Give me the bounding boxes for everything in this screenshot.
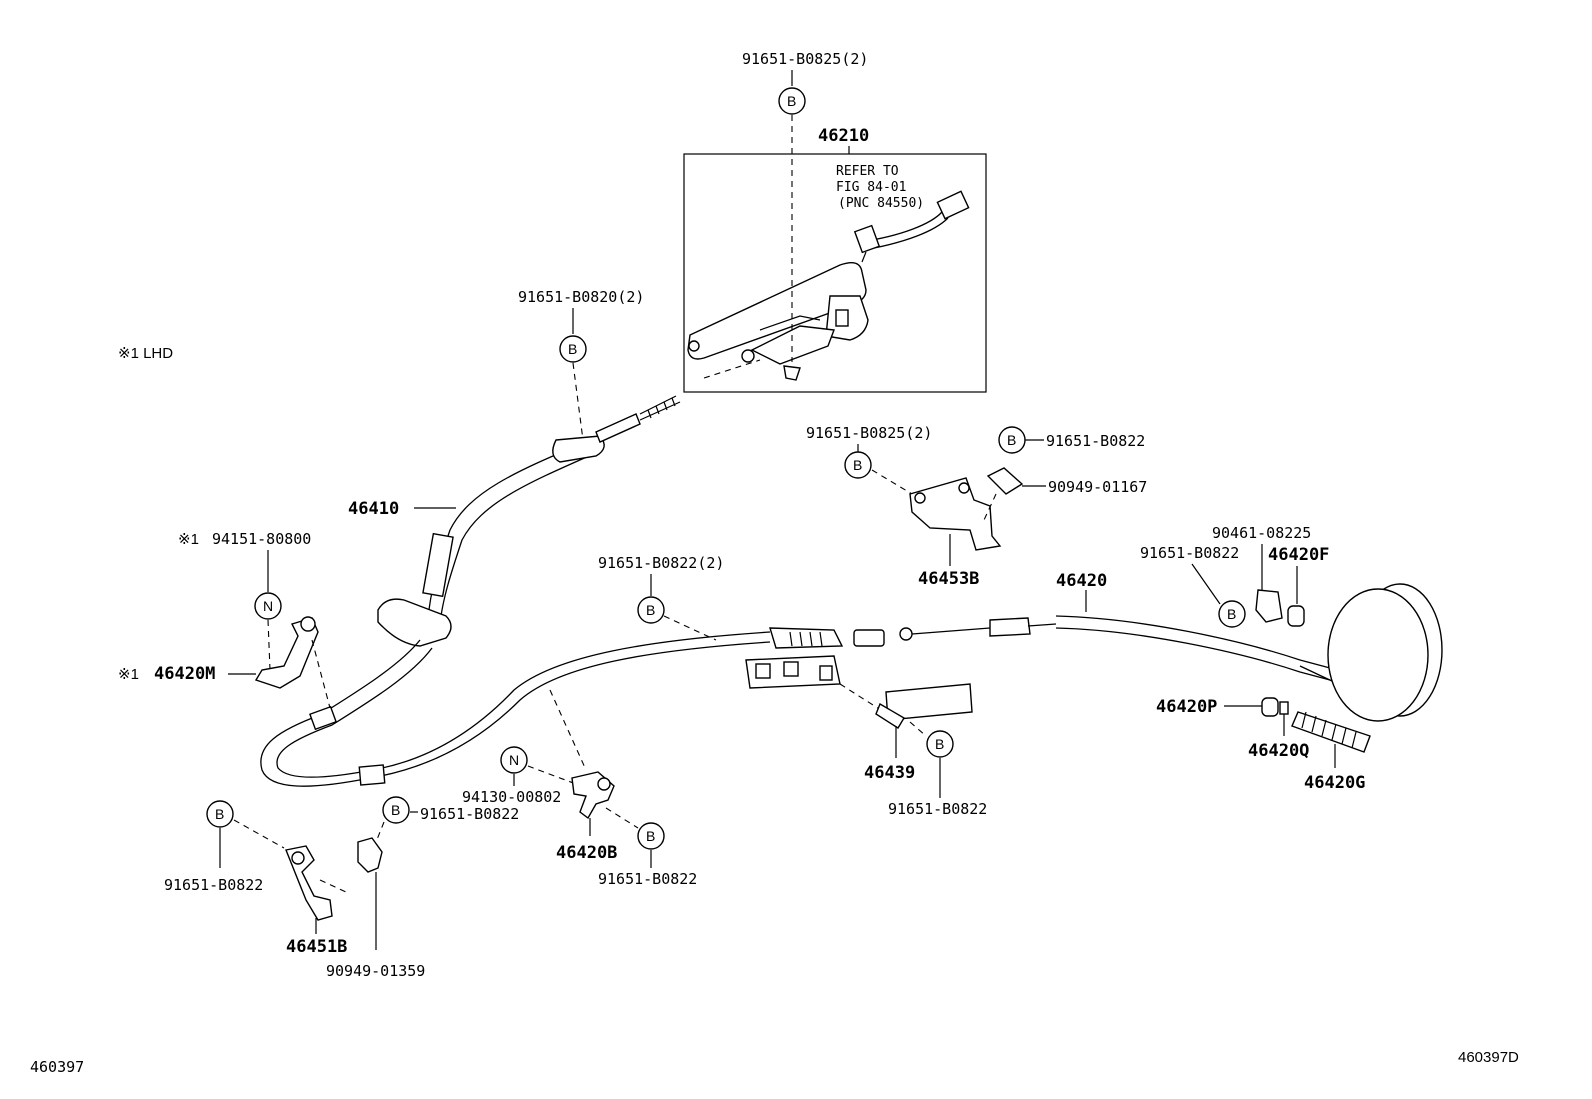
lever-assembly-group: 46210 REFER TO FIG 84-01 (PNC 84550) xyxy=(683,126,987,393)
bolt-symbol xyxy=(206,800,234,828)
part-label-91651-B0822-2[interactable]: 91651-B0822(2) xyxy=(598,554,724,572)
nut-symbol-letter: N xyxy=(263,598,273,614)
part-label-90949-01359[interactable]: 90949-01359 xyxy=(326,962,425,980)
nut-symbol xyxy=(254,592,282,620)
clip-90949-01359 xyxy=(357,837,383,873)
bolt-symbol-letter: B xyxy=(787,93,796,109)
part-label-46420Q[interactable]: 46420Q xyxy=(1248,741,1309,761)
part-label-90461-08225[interactable]: 90461-08225 xyxy=(1212,524,1311,542)
bolt-symbol-letter: B xyxy=(215,806,224,822)
part-label-46420P[interactable]: 46420P xyxy=(1156,697,1217,717)
part-label-91651-B0825-mid[interactable]: 91651-B0825(2) xyxy=(806,424,932,442)
bolt-symbol-letter: B xyxy=(646,828,655,844)
callout-center-bolt: 91651-B0822(2) B xyxy=(598,554,885,713)
part-label-46451B[interactable]: 46451B xyxy=(286,937,347,957)
figure-number: 460397 xyxy=(30,1058,84,1076)
part-label-46420[interactable]: 46420 xyxy=(1056,571,1107,591)
bracket-46420B-group: N 94130-00802 46420B B 91651-B0822 xyxy=(462,689,697,888)
part-label-91651-B0822-left[interactable]: 91651-B0822 xyxy=(164,876,263,894)
part-label-91651-B0822-right[interactable]: 91651-B0822 xyxy=(1140,544,1239,562)
bracket-46453B xyxy=(909,477,1002,551)
part-label-94130-00802[interactable]: 94130-00802 xyxy=(462,788,561,806)
bolt-symbol xyxy=(1218,600,1246,628)
lhd-note: ※1 LHD xyxy=(118,345,173,362)
cable-grommet xyxy=(377,598,452,647)
lever-assembly-box xyxy=(683,153,987,393)
part-label-91651-B0822-46420B[interactable]: 91651-B0822 xyxy=(598,870,697,888)
bolt-symbol xyxy=(559,335,587,363)
part-label-94151-80800[interactable]: 94151-80800 xyxy=(212,530,311,548)
part-label-90949-01167[interactable]: 90949-01167 xyxy=(1048,478,1147,496)
brake-drum xyxy=(1327,583,1443,722)
bolt-symbol xyxy=(382,796,410,824)
nut-symbol xyxy=(500,746,528,774)
bolt-symbol-letter: B xyxy=(935,736,944,752)
part-label-91651-B0822-clip[interactable]: 91651-B0822 xyxy=(420,805,519,823)
part-label-46420G[interactable]: 46420G xyxy=(1304,773,1365,793)
callout-bolt-b0820: 91651-B0820(2) B xyxy=(518,288,644,441)
part-label-46210[interactable]: 46210 xyxy=(818,126,869,146)
part-label-46439[interactable]: 46439 xyxy=(864,763,915,783)
bolt-symbol-letter: B xyxy=(391,802,400,818)
part-label-46420B[interactable]: 46420B xyxy=(556,843,617,863)
lhd-mark-1: ※1 xyxy=(178,531,199,548)
bolt-symbol-letter: B xyxy=(568,341,577,357)
part-label-91651-B0822-46439[interactable]: 91651-B0822 xyxy=(888,800,987,818)
part-label-46410[interactable]: 46410 xyxy=(348,499,399,519)
bolt-symbol xyxy=(778,87,806,115)
bracket-46420M-group: ※1 LHD ※1 94151-80800 N ※1 46420M xyxy=(118,345,331,709)
front-cable-46410: 46410 xyxy=(348,395,681,626)
bolt-symbol xyxy=(637,596,665,624)
bolt-symbol xyxy=(926,730,954,758)
bolt-symbol xyxy=(637,822,665,850)
refer-note-line2: FIG 84-01 xyxy=(836,180,906,195)
refer-note-line3: (PNC 84550) xyxy=(838,196,924,211)
main-cable-loop xyxy=(260,598,885,787)
figure-code: 460397D xyxy=(1458,1049,1519,1066)
bolt-symbol-letter: B xyxy=(646,602,655,618)
bolt-symbol-letter: B xyxy=(853,457,862,473)
bolt-symbol-letter: B xyxy=(1227,606,1236,622)
bracket-46451B-group: B 91651-B0822 46451B B 91651-B0822 90949… xyxy=(164,796,519,980)
lever-body xyxy=(687,262,867,360)
part-label-91651-B0825-top[interactable]: 91651-B0825(2) xyxy=(742,50,868,68)
callouts-right: 90461-08225 91651-B0822 B 46420F 46420P … xyxy=(1140,524,1371,793)
bracket-46453B-group: 91651-B0825(2) B 46453B B 91651-B0822 90… xyxy=(806,424,1147,589)
bolt-symbol-letter: B xyxy=(1007,432,1016,448)
part-label-46420F[interactable]: 46420F xyxy=(1268,545,1329,565)
bracket-46439-group: 46439 B 91651-B0822 xyxy=(864,683,987,818)
lhd-mark-2: ※1 xyxy=(118,666,139,683)
part-label-91651-B0820[interactable]: 91651-B0820(2) xyxy=(518,288,644,306)
part-label-46420M[interactable]: 46420M xyxy=(154,664,215,684)
nut-symbol-letter: N xyxy=(509,752,519,768)
bolt-symbol xyxy=(844,451,872,479)
part-label-91651-B0822-top[interactable]: 91651-B0822 xyxy=(1046,432,1145,450)
part-label-46453B[interactable]: 46453B xyxy=(918,569,979,589)
rear-cable-46420: 46420 xyxy=(899,571,1379,705)
refer-note-line1: REFER TO xyxy=(836,164,899,179)
callout-top-bolt: 91651-B0825(2) B xyxy=(742,50,868,362)
